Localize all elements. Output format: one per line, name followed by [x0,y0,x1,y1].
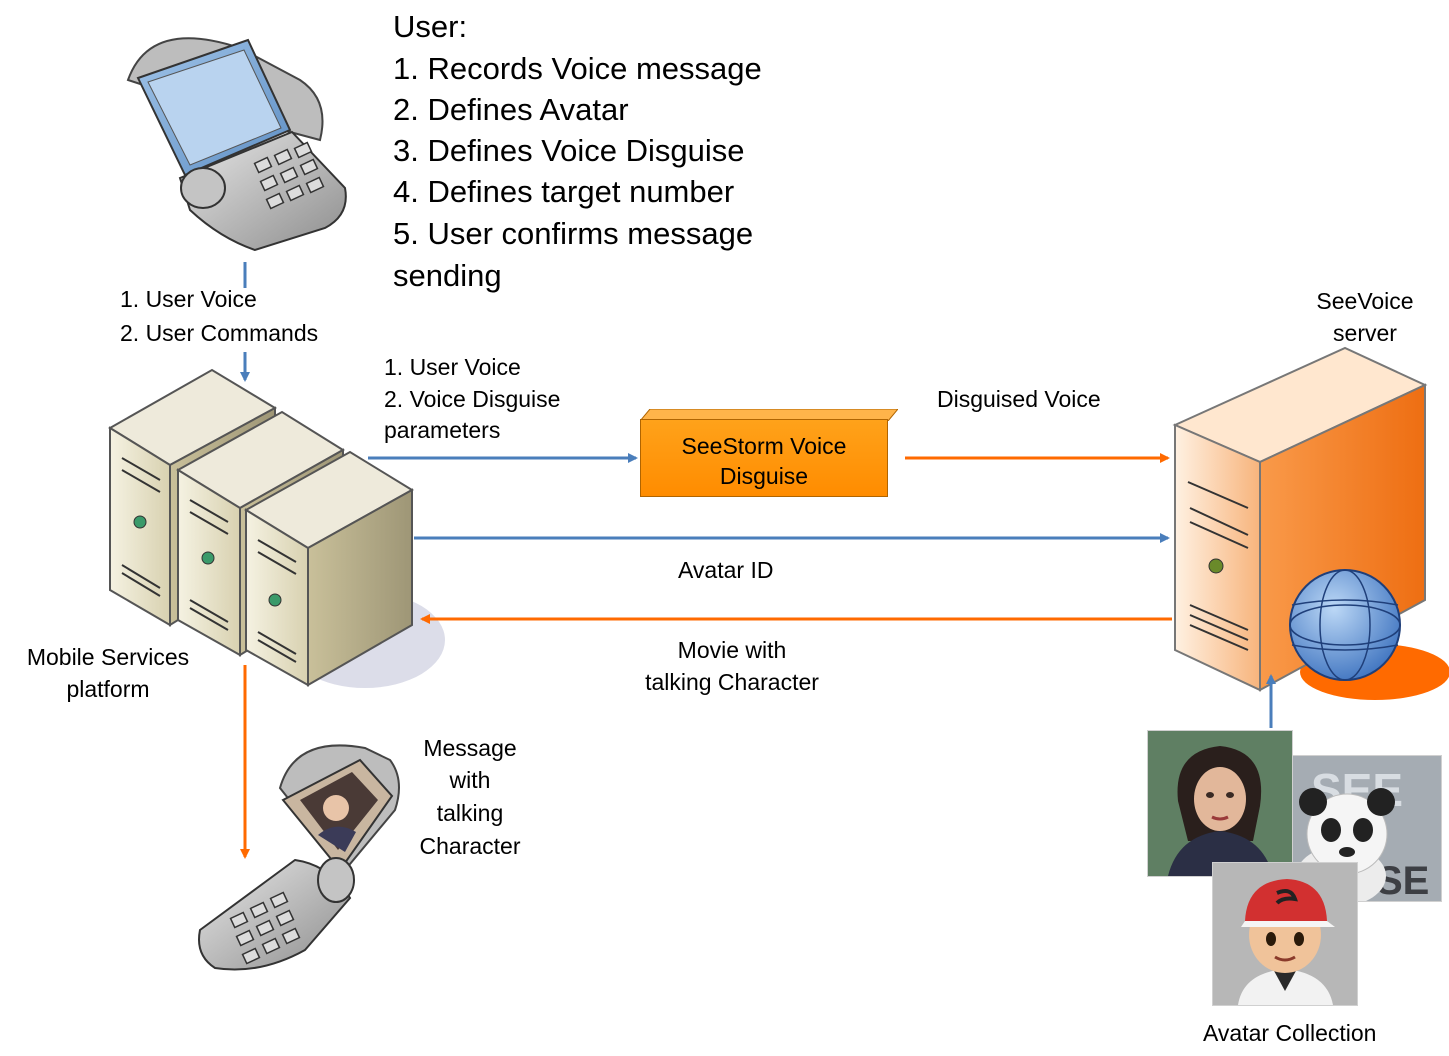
user-step-item: 4. Defines target number [393,174,735,209]
user-step-item: sending [393,258,502,293]
label-line: talking Character [645,669,819,695]
user-step-item: 3. Defines Voice Disguise [393,133,745,168]
label-line: with [449,767,491,793]
voice-disguise-box: SeeStorm Voice Disguise [640,409,898,497]
avatar-woman-icon [1147,730,1293,877]
label-line: Mobile Services [26,644,190,670]
label-avatar-id: Avatar ID [678,557,774,583]
voice-disguise-line-2: Disguise [719,463,809,489]
voice-disguise-label: SeeStorm Voice Disguise [640,431,888,491]
mobile-phone-icon [126,37,347,252]
label-line: 1. User Voice [384,354,521,380]
label-line: 2. Voice Disguise [384,386,561,412]
label-line: Movie with [677,637,787,663]
label-line: platform [66,676,150,702]
voice-disguise-line-1: SeeStorm Voice [681,433,847,459]
label-line: SeeVoice [1316,288,1414,314]
label-line: server [1333,320,1397,346]
box-3d-edge [640,409,898,421]
label-line: Character [419,833,521,859]
label-line: 2. User Commands [120,320,319,346]
label-line: Message [423,735,517,761]
avatar-boy-icon [1212,862,1358,1006]
user-step-item: 5. User confirms message [393,216,754,251]
mobile-phone-icon [198,744,400,971]
user-steps-heading: User: [393,9,468,44]
label-line: 1. User Voice [120,286,257,312]
box-face [640,419,888,497]
label-avatar-collection: Avatar Collection [1203,1020,1377,1046]
user-step-item: 2. Defines Avatar [393,92,629,127]
label-line: talking [436,800,504,826]
label-disguised-voice: Disguised Voice [937,386,1101,412]
user-step-item: 1. Records Voice message [393,51,762,86]
server-rack-icon [108,368,445,688]
label-line: parameters [384,417,501,443]
globe-icon [1289,569,1401,681]
